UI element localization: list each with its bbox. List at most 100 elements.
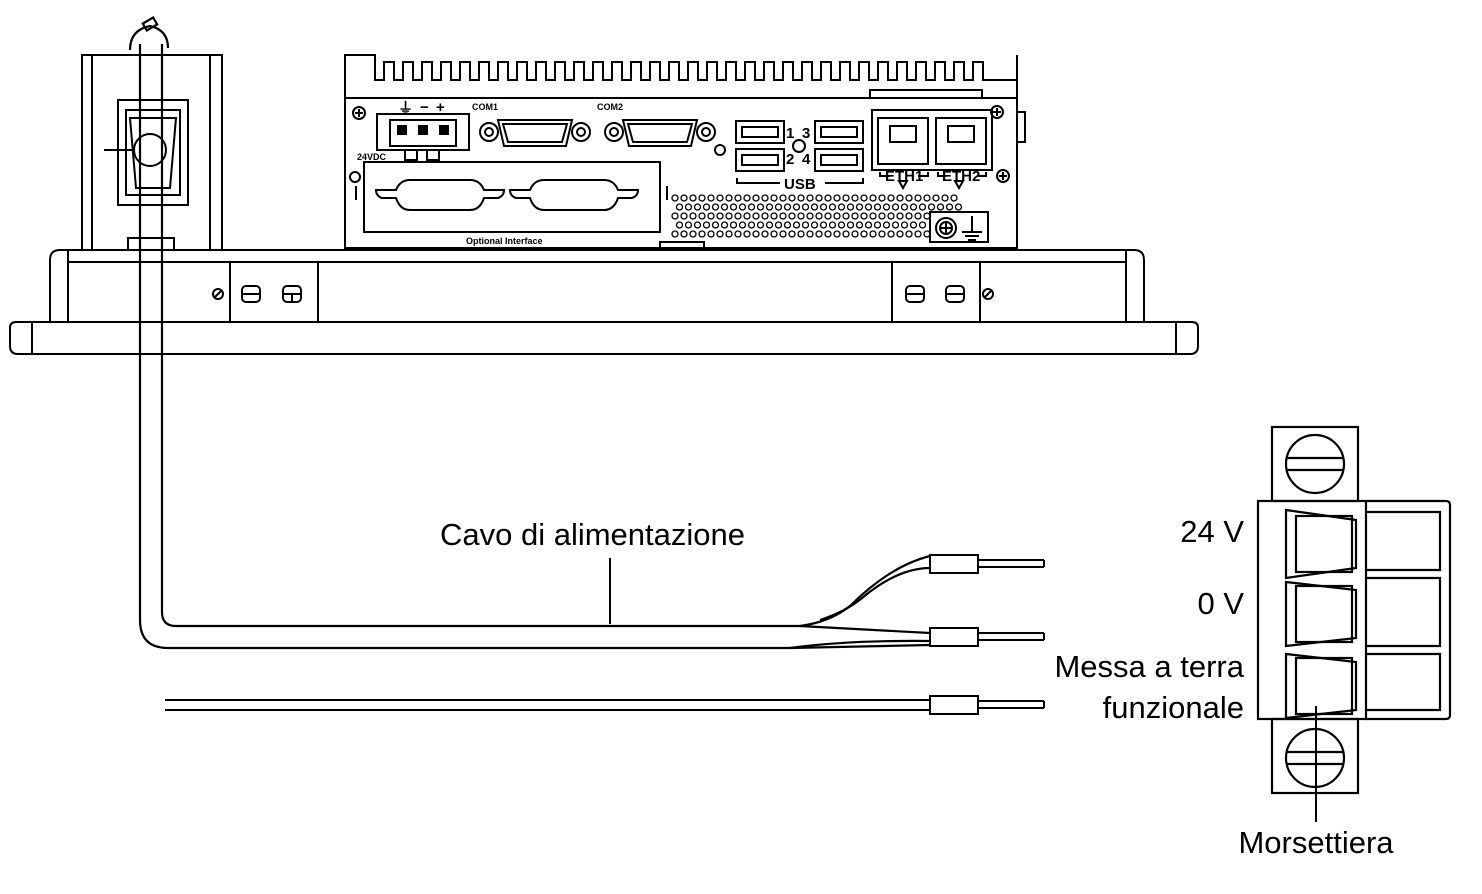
vent-hole bbox=[815, 194, 823, 202]
power-cable bbox=[128, 16, 931, 650]
vent-hole bbox=[878, 230, 886, 238]
vent-hole bbox=[932, 194, 940, 202]
vent-hole bbox=[720, 221, 729, 229]
label-ground-line1: Messa a terra bbox=[1054, 649, 1244, 684]
vent-hole bbox=[815, 212, 823, 220]
vent-hole bbox=[738, 221, 747, 229]
vent-hole bbox=[689, 230, 697, 238]
vent-hole bbox=[801, 221, 810, 229]
vent-hole bbox=[950, 194, 958, 202]
vent-hole bbox=[851, 194, 859, 202]
vent-hole bbox=[860, 194, 868, 202]
vent-hole bbox=[855, 221, 864, 229]
vent-hole bbox=[716, 230, 724, 238]
vent-hole bbox=[720, 203, 729, 211]
usb-number-3: 3 bbox=[802, 125, 810, 142]
vent-hole bbox=[675, 221, 684, 229]
vent-hole bbox=[891, 221, 900, 229]
terminal-block-label: Morsettiera bbox=[1238, 825, 1394, 860]
vent-hole bbox=[743, 194, 751, 202]
vent-hole bbox=[729, 203, 738, 211]
vent-hole bbox=[774, 221, 783, 229]
vent-hole bbox=[756, 203, 765, 211]
vent-hole bbox=[675, 203, 684, 211]
ground-screw bbox=[929, 211, 989, 243]
vent-hole bbox=[671, 230, 679, 238]
vent-hole bbox=[693, 221, 702, 229]
vent-hole bbox=[954, 203, 963, 211]
vent-hole bbox=[792, 221, 801, 229]
vent-hole bbox=[941, 194, 949, 202]
vent-hole bbox=[698, 212, 706, 220]
device-power-terminal bbox=[376, 113, 470, 161]
vent-hole bbox=[680, 194, 688, 202]
vent-hole bbox=[689, 212, 697, 220]
vent-hole bbox=[905, 230, 913, 238]
ethernet-ports bbox=[871, 109, 993, 191]
vent-hole bbox=[869, 212, 877, 220]
vent-hole bbox=[846, 203, 855, 211]
vent-hole bbox=[828, 203, 837, 211]
vent-hole bbox=[806, 194, 814, 202]
usb-number-2: 2 bbox=[786, 151, 794, 168]
vent-hole bbox=[716, 212, 724, 220]
vent-hole bbox=[878, 212, 886, 220]
usb-number-4: 4 bbox=[802, 151, 811, 168]
vent-hole bbox=[743, 230, 751, 238]
vent-hole bbox=[774, 203, 783, 211]
label-ground-line2: funzionale bbox=[1103, 690, 1244, 725]
vent-hole bbox=[702, 203, 711, 211]
vent-hole bbox=[743, 212, 751, 220]
vent-hole bbox=[882, 221, 891, 229]
eth2-label: ETH2 bbox=[942, 168, 980, 185]
vent-hole bbox=[905, 212, 913, 220]
power-terminal-label: 24VDC bbox=[357, 152, 387, 162]
vent-hole bbox=[828, 221, 837, 229]
vent-hole bbox=[788, 194, 796, 202]
vent-hole bbox=[842, 230, 850, 238]
optional-interface-slot bbox=[355, 161, 705, 249]
vent-hole bbox=[738, 203, 747, 211]
vent-hole bbox=[765, 203, 774, 211]
vent-hole bbox=[819, 221, 828, 229]
vent-hole bbox=[707, 230, 715, 238]
vent-hole bbox=[797, 212, 805, 220]
vent-hole bbox=[788, 230, 796, 238]
vent-hole bbox=[671, 194, 679, 202]
vent-hole bbox=[914, 230, 922, 238]
vent-hole bbox=[864, 221, 873, 229]
vent-hole bbox=[887, 194, 895, 202]
wire-0v-end bbox=[929, 627, 1045, 647]
vent-hole bbox=[851, 212, 859, 220]
vent-hole bbox=[918, 203, 927, 211]
vent-hole bbox=[815, 230, 823, 238]
vent-hole bbox=[860, 230, 868, 238]
vent-hole bbox=[761, 194, 769, 202]
vent-hole bbox=[896, 194, 904, 202]
vent-hole bbox=[914, 194, 922, 202]
cable-label: Cavo di alimentazione bbox=[440, 517, 745, 552]
vent-hole bbox=[770, 194, 778, 202]
vent-hole bbox=[734, 194, 742, 202]
vent-hole bbox=[689, 194, 697, 202]
vent-hole bbox=[801, 203, 810, 211]
vent-hole bbox=[918, 221, 927, 229]
ventilation-grid bbox=[671, 194, 963, 238]
plus-symbol: + bbox=[436, 99, 445, 116]
vent-hole bbox=[846, 221, 855, 229]
vent-hole bbox=[680, 230, 688, 238]
vent-hole bbox=[698, 230, 706, 238]
vent-hole bbox=[752, 212, 760, 220]
vent-hole bbox=[936, 203, 945, 211]
vent-hole bbox=[869, 230, 877, 238]
vent-hole bbox=[770, 212, 778, 220]
vent-hole bbox=[891, 203, 900, 211]
vent-hole bbox=[806, 230, 814, 238]
vent-hole bbox=[707, 194, 715, 202]
vent-hole bbox=[770, 230, 778, 238]
vent-hole bbox=[684, 203, 693, 211]
vent-hole bbox=[702, 221, 711, 229]
vent-hole bbox=[810, 221, 819, 229]
optional-interface-label: Optional Interface bbox=[466, 236, 543, 246]
